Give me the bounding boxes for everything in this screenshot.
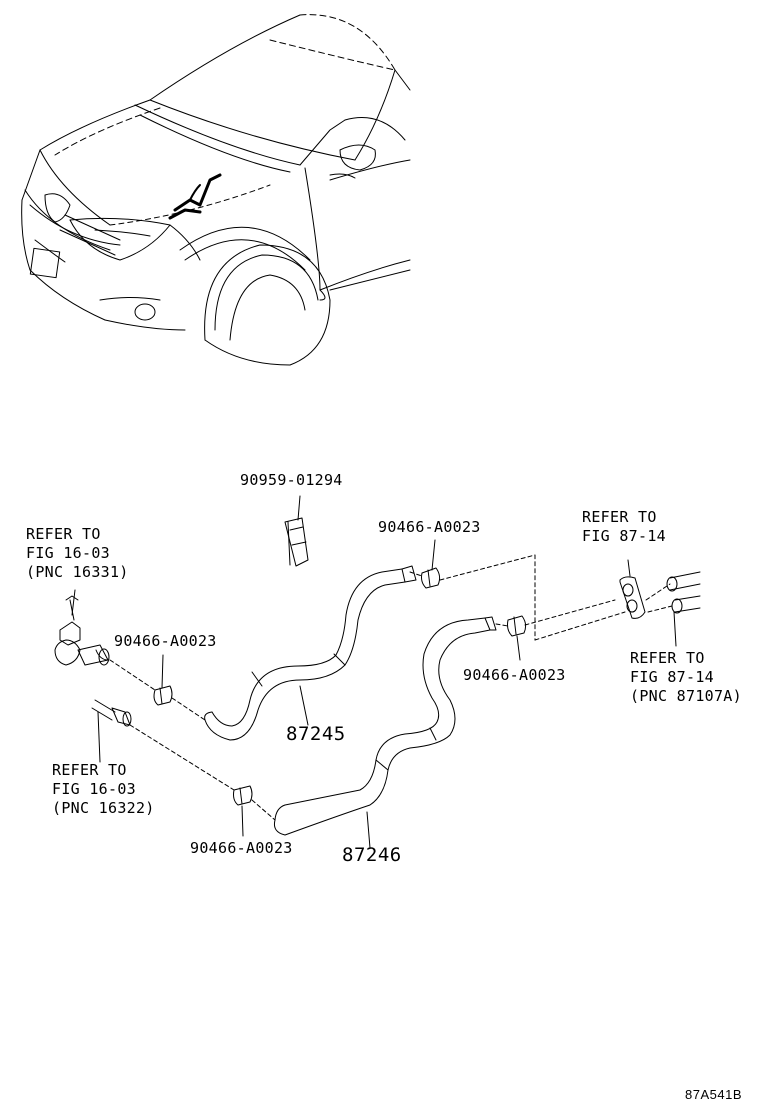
- clamp-upper-right: [421, 567, 441, 589]
- refer-line: REFER TO: [26, 525, 101, 543]
- left-valve-fitting: [54, 595, 110, 666]
- clamp-lower-right: [507, 615, 527, 637]
- refer-line: (PNC 16331): [26, 563, 129, 581]
- hose-87246: [274, 616, 497, 836]
- label-clamp-lower-right: 90466-A0023: [463, 666, 566, 684]
- refer-line: FIG 16-03: [26, 544, 110, 562]
- refer-line: FIG 87-14: [630, 668, 714, 686]
- label-clamp-left-lower: 90466-A0023: [190, 839, 293, 857]
- refer-line: REFER TO: [582, 508, 657, 526]
- clamp-left-upper: [153, 685, 173, 706]
- clip-part: [284, 517, 309, 567]
- refer-line: (PNC 16322): [52, 799, 155, 817]
- refer-line: FIG 16-03: [52, 780, 136, 798]
- clamp-left-lower: [233, 785, 253, 806]
- label-clamp-upper-right: 90466-A0023: [378, 518, 481, 536]
- refer-line: REFER TO: [630, 649, 705, 667]
- label-hose-87245: 87245: [286, 723, 346, 745]
- label-clip: 90959-01294: [240, 471, 343, 489]
- drawing-code: 87A541B: [685, 1087, 742, 1102]
- right-pipes: [666, 571, 701, 614]
- vehicle-illustration: [21, 14, 411, 366]
- label-hose-87246: 87246: [342, 844, 402, 866]
- connection-lines: [109, 554, 673, 821]
- refer-line: REFER TO: [52, 761, 127, 779]
- hose-87245: [204, 565, 417, 741]
- leader-lines: [71, 495, 677, 849]
- label-clamp-left-upper: 90466-A0023: [114, 632, 217, 650]
- right-grommet: [619, 576, 646, 619]
- refer-line: (PNC 87107A): [630, 687, 742, 705]
- refer-line: FIG 87-14: [582, 527, 666, 545]
